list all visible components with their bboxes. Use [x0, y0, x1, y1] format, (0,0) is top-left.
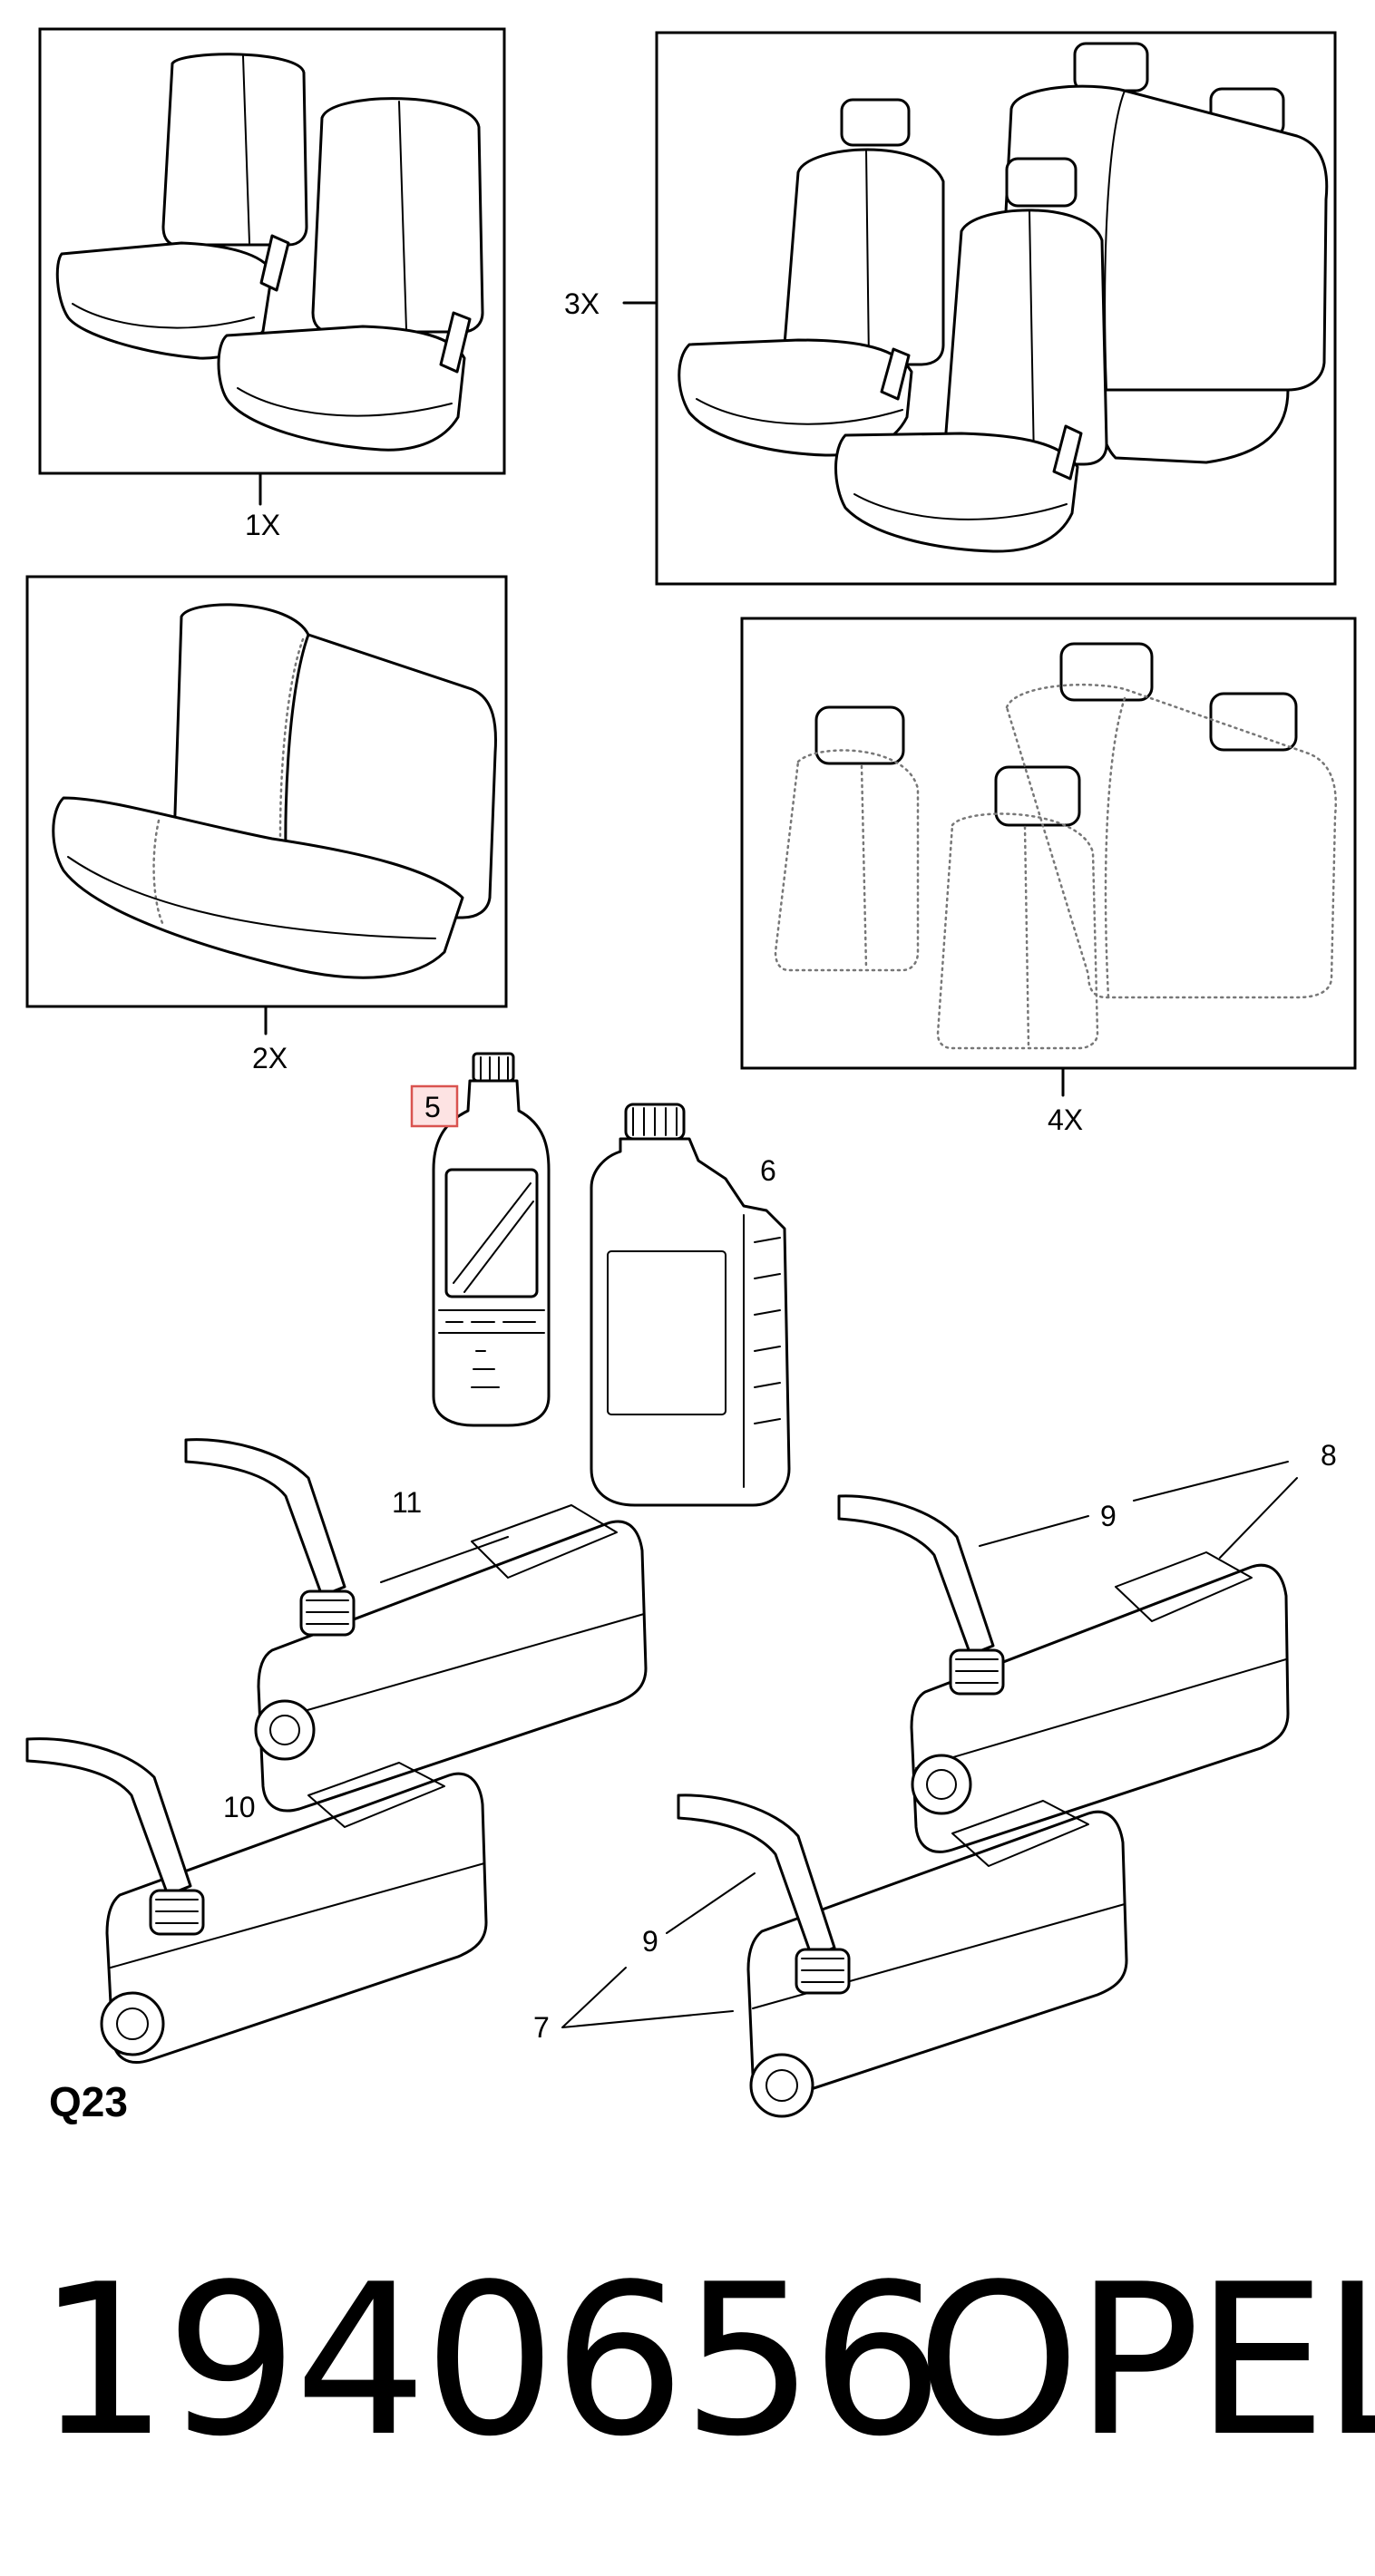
jerrycan-10-illustration [25, 1737, 488, 2064]
jerrycan-8-illustration [837, 1494, 1290, 1853]
seat-set-1x-panel[interactable]: 1X [38, 27, 506, 541]
seat-set-4x-panel[interactable]: 4X [740, 617, 1357, 1136]
jerrycan-item-11[interactable]: 11 [184, 1438, 648, 1813]
jerrycan-7-illustration [677, 1793, 1128, 2118]
callout-8: 8 [1321, 1439, 1337, 1472]
callout-3x: 3X [564, 287, 600, 320]
jerrycan-item-7[interactable]: 9 7 [533, 1793, 1128, 2118]
jerrycan-item-10[interactable]: 10 [25, 1737, 488, 2064]
brand-name: OPEL [916, 2241, 1375, 2483]
bottle-illustration [432, 1052, 551, 1427]
headrest-set-illustration [774, 642, 1337, 1050]
front-seat-left-illustration [55, 53, 308, 360]
callout-6: 6 [760, 1154, 776, 1187]
jerrycan-item-8[interactable]: 8 9 [837, 1439, 1337, 1853]
callout-11: 11 [392, 1486, 422, 1519]
canister-item-6[interactable]: 6 [590, 1103, 791, 1507]
callout-2x: 2X [252, 1042, 288, 1074]
callout-9-bottom: 9 [642, 1925, 658, 1958]
front-seat-3x-right-illustration [834, 157, 1108, 553]
bench-seat-illustration [52, 603, 497, 979]
oil-canister-illustration [590, 1103, 791, 1507]
seat-set-2x-panel[interactable]: 2X [25, 575, 508, 1074]
part-number: 1940656 [36, 2241, 943, 2483]
jerrycan-11-illustration [184, 1438, 648, 1813]
part-footer: 1940656 OPEL [0, 2212, 1375, 2512]
callout-1x: 1X [245, 509, 280, 541]
callout-4x: 4X [1048, 1103, 1083, 1136]
callout-9-top: 9 [1100, 1500, 1117, 1532]
callout-5: 5 [424, 1091, 441, 1123]
front-seat-3x-left-illustration [678, 98, 945, 457]
callout-7: 7 [533, 2011, 550, 2044]
bottle-item-5[interactable]: 5 [410, 1052, 551, 1427]
parts-diagram: 1X 3X [25, 27, 1357, 2125]
section-code: Q23 [49, 2078, 128, 2125]
front-seat-right-illustration [217, 97, 484, 452]
callout-10: 10 [223, 1791, 256, 1823]
seat-set-3x-panel[interactable]: 3X [564, 31, 1337, 586]
